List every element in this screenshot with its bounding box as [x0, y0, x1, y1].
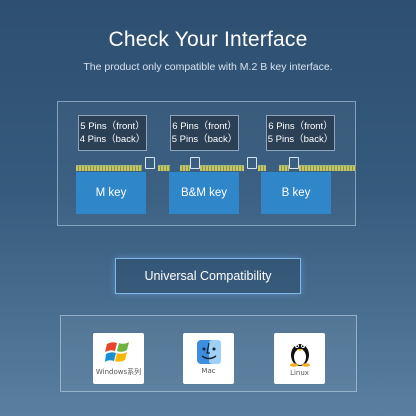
mac-label: Mac — [201, 367, 216, 375]
bm-key-front-pins: 6 Pins（front） — [172, 121, 237, 132]
universal-compatibility-button[interactable]: Universal Compatibility — [115, 258, 301, 294]
universal-compatibility-label: Universal Compatibility — [144, 269, 272, 283]
m-key-notch — [145, 157, 155, 169]
m-key-front-pins: 5 Pins（front） — [80, 121, 145, 132]
connector-strip — [76, 157, 356, 171]
gold-contacts-bm-right — [258, 165, 266, 171]
linux-label: Linux — [290, 369, 309, 377]
b-key-card: B key — [261, 172, 331, 214]
gold-contacts-m-left — [76, 165, 142, 171]
bm-key-card: B&M key — [169, 172, 239, 214]
mac-finder-icon — [196, 340, 221, 364]
gold-contacts-bm-mid — [200, 165, 244, 171]
m-key-back-pins: 4 Pins（back） — [79, 134, 146, 145]
m-key-label: M key — [95, 187, 127, 199]
bm-key-back-pins: 5 Pins（back） — [171, 134, 238, 145]
gold-contacts-bm-left — [180, 165, 190, 171]
key-types-panel: 5 Pins（front） 4 Pins（back） 6 Pins（front）… — [57, 101, 356, 226]
page-subtitle: The product only compatible with M.2 B k… — [83, 61, 333, 73]
b-key-pin-info: 6 Pins（front） 5 Pins（back） — [266, 115, 335, 151]
windows-tile: Windows系列 — [93, 333, 144, 384]
gold-contacts-m-right — [158, 165, 170, 171]
m-key-card: M key — [76, 172, 146, 214]
linux-tux-icon — [289, 344, 310, 367]
gold-contacts-b-right — [299, 165, 356, 171]
b-key-notch — [289, 157, 299, 169]
m-key-pin-info: 5 Pins（front） 4 Pins（back） — [78, 115, 147, 151]
linux-tile: Linux — [274, 333, 325, 384]
bm-key-label: B&M key — [180, 187, 227, 199]
gold-contacts-b-left — [279, 165, 289, 171]
b-key-front-pins: 6 Pins（front） — [268, 121, 333, 132]
bm-key-notch-right — [247, 157, 257, 169]
page-title: Check Your Interface — [108, 28, 308, 51]
b-key-label: B key — [281, 187, 311, 199]
os-compatibility-panel: Windows系列 Mac Linux — [60, 315, 357, 392]
bm-key-pin-info: 6 Pins（front） 5 Pins（back） — [170, 115, 239, 151]
windows-logo-icon — [104, 342, 129, 362]
bm-key-notch-left — [190, 157, 200, 169]
mac-tile: Mac — [183, 333, 234, 384]
windows-label: Windows系列 — [95, 368, 142, 376]
b-key-back-pins: 5 Pins（back） — [267, 134, 334, 145]
